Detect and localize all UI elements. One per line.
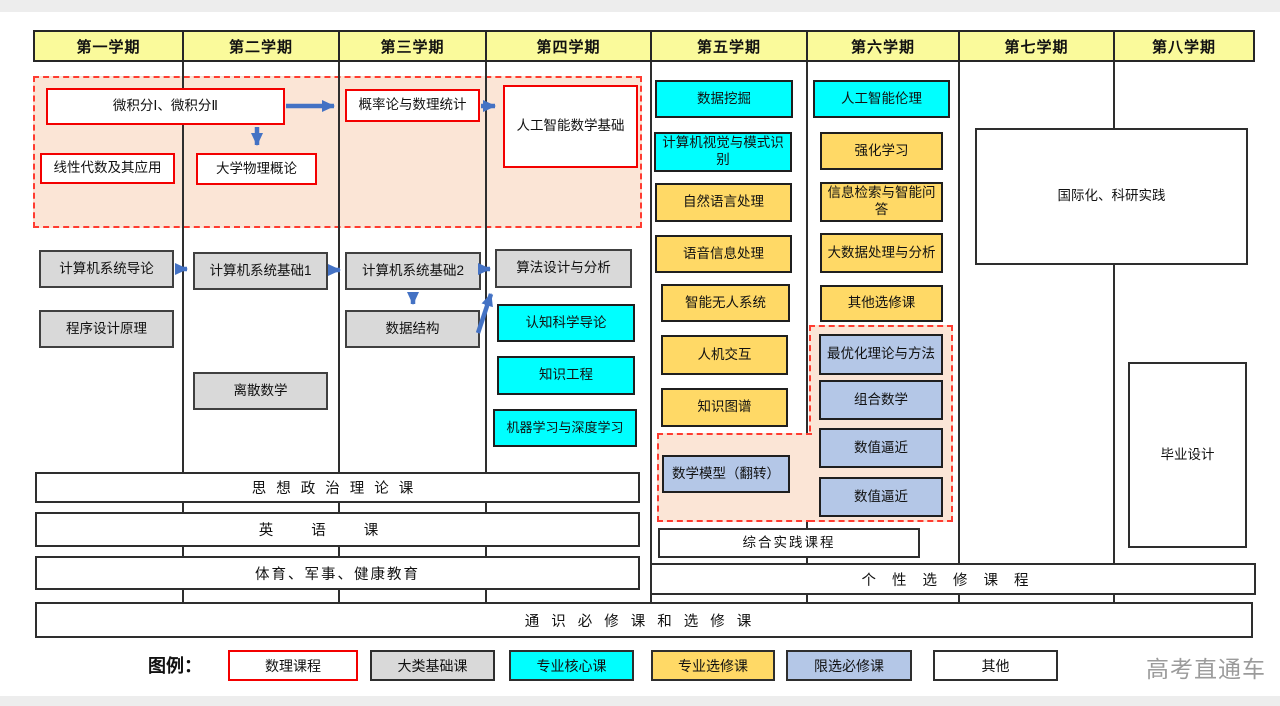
course-linear-algebra: 线性代数及其应用 (40, 153, 175, 184)
column-divider (958, 62, 960, 602)
course-computer-systems-2: 计算机系统基础2 (345, 252, 481, 290)
watermark: 高考直通车 (1146, 656, 1266, 682)
course-hci: 人机交互 (661, 335, 788, 375)
band-general-required-elective: 通识必修课和选修课 (35, 602, 1253, 638)
legend-core: 专业核心课 (509, 650, 634, 681)
course-big-data: 大数据处理与分析 (820, 233, 943, 273)
course-college-physics: 大学物理概论 (196, 153, 317, 185)
course-math-modeling: 数学模型（翻转） (662, 455, 790, 493)
course-data-structures: 数据结构 (345, 310, 480, 348)
column-divider (650, 62, 652, 602)
course-data-mining: 数据挖掘 (655, 80, 793, 118)
course-computer-systems-1: 计算机系统基础1 (193, 252, 328, 290)
top-edge-strip (0, 0, 1280, 12)
band-english: 英语课 (35, 512, 640, 547)
course-cv-pattern-recognition: 计算机视觉与模式识别 (654, 132, 792, 172)
legend-restricted: 限选必修课 (786, 650, 912, 681)
course-numerical-approx-1: 数值逼近 (819, 428, 943, 468)
course-info-retrieval-qa: 信息检索与智能问答 (820, 182, 943, 222)
legend-math: 数理课程 (228, 650, 358, 681)
course-numerical-approx-2: 数值逼近 (819, 477, 943, 517)
semester-header-5: 第五学期 (650, 32, 806, 60)
column-divider (338, 62, 340, 602)
course-knowledge-graph: 知识图谱 (661, 388, 788, 427)
legend-title: 图例： (148, 656, 202, 676)
course-algorithm-design: 算法设计与分析 (495, 249, 632, 288)
course-ai-ethics: 人工智能伦理 (813, 80, 950, 118)
course-other-electives: 其他选修课 (820, 285, 943, 322)
column-divider (1113, 62, 1115, 602)
course-comprehensive-practice: 综合实践课程 (658, 528, 920, 558)
semester-header-3: 第三学期 (338, 32, 485, 60)
course-ml-dl: 机器学习与深度学习 (493, 409, 637, 447)
column-divider (806, 62, 808, 602)
course-reinforcement-learning: 强化学习 (820, 132, 943, 170)
semester-header-1: 第一学期 (76, 38, 141, 56)
course-programming-principles: 程序设计原理 (39, 310, 174, 348)
legend-other: 其他 (933, 650, 1058, 681)
band-ideological-political: 思想政治理论课 (35, 472, 640, 503)
course-discrete-math: 离散数学 (193, 372, 328, 410)
course-optimization: 最优化理论与方法 (819, 334, 943, 375)
band-pe-military-health: 体育、军事、健康教育 (35, 556, 640, 590)
semester-header-6: 第六学期 (806, 32, 958, 60)
legend-foundation: 大类基础课 (370, 650, 495, 681)
legend-elective: 专业选修课 (651, 650, 775, 681)
column-divider (182, 62, 184, 602)
band-personal-electives: 个性选修课程 (650, 563, 1256, 595)
semester-header-row: 第一学期 第二学期 第三学期 第四学期 第五学期 第六学期 第七学期 第八学期 (33, 30, 1255, 62)
course-knowledge-engineering: 知识工程 (497, 356, 635, 395)
course-ai-math-foundation: 人工智能数学基础 (503, 85, 638, 168)
course-international-research: 国际化、科研实践 (975, 128, 1248, 265)
course-nlp: 自然语言处理 (655, 183, 792, 222)
course-graduation-project: 毕业设计 (1128, 362, 1247, 548)
course-probability-statistics: 概率论与数理统计 (345, 89, 480, 122)
course-intelligent-unmanned-systems: 智能无人系统 (661, 284, 790, 322)
bottom-edge-strip (0, 696, 1280, 706)
semester-header-4: 第四学期 (485, 32, 650, 60)
semester-header-8: 第八学期 (1113, 32, 1253, 60)
course-combinatorics: 组合数学 (819, 380, 943, 420)
semester-header-7: 第七学期 (958, 32, 1113, 60)
course-cognitive-science: 认知科学导论 (497, 304, 635, 342)
semester-header-2: 第二学期 (182, 32, 338, 60)
course-intro-computer-systems: 计算机系统导论 (39, 250, 174, 288)
course-speech-info: 语音信息处理 (655, 235, 792, 273)
course-calculus-1-2: 微积分Ⅰ、微积分Ⅱ (46, 88, 285, 125)
